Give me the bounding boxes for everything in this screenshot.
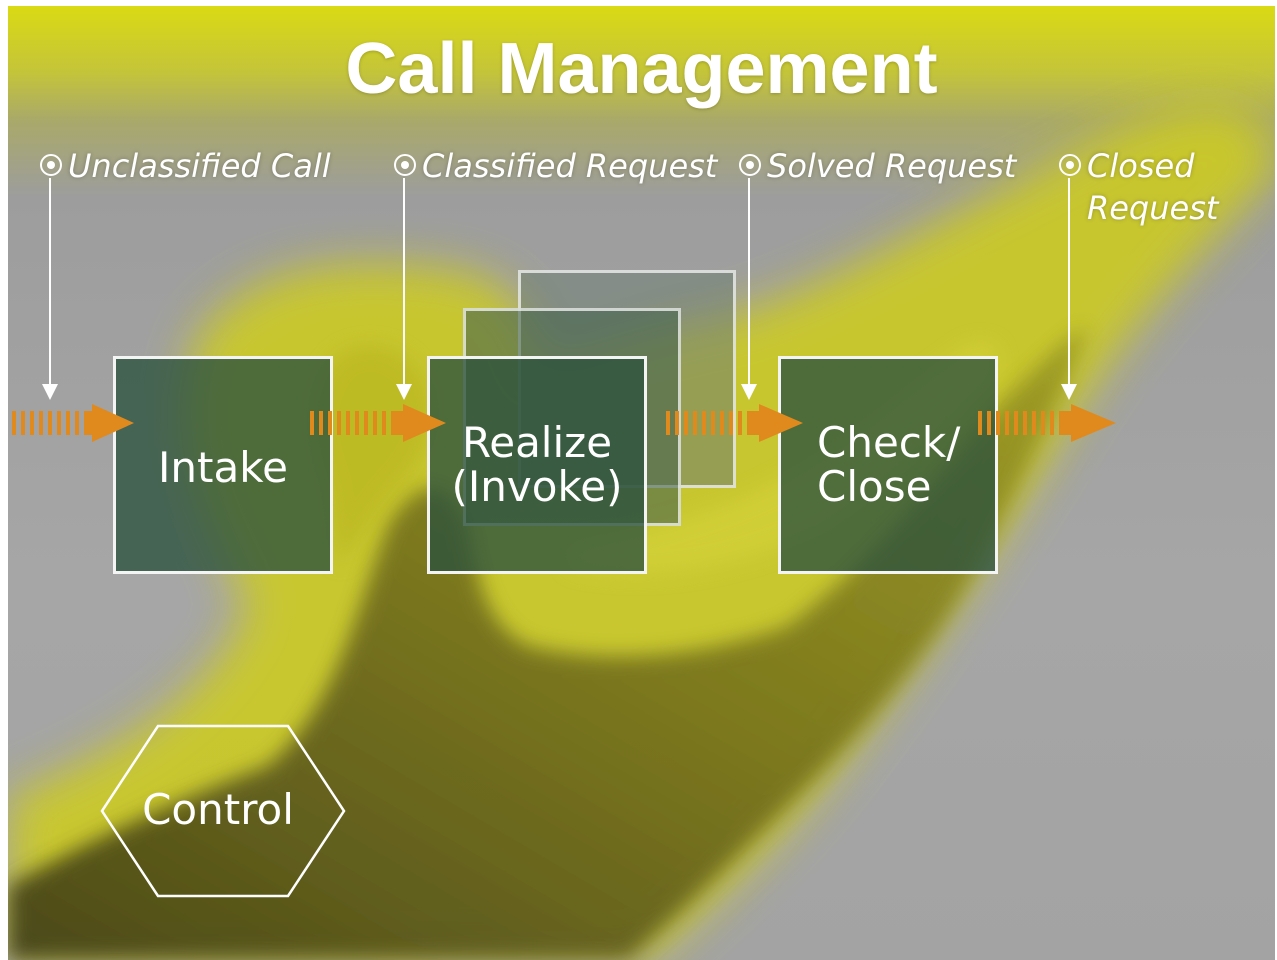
control-label: Control bbox=[142, 785, 294, 834]
flow-arrow-3 bbox=[666, 404, 803, 442]
realize-box: Realize (Invoke) bbox=[427, 356, 647, 574]
slide: Call Management Intake Realize (Invoke) … bbox=[8, 6, 1275, 960]
input-arrow-closed bbox=[1061, 178, 1077, 400]
flow-arrow-1 bbox=[12, 404, 134, 442]
bullet-icon bbox=[40, 154, 62, 176]
label-unclassified-call: Unclassified Call bbox=[40, 145, 331, 187]
label-classified-request: Classified Request bbox=[394, 145, 717, 187]
bullet-icon bbox=[394, 154, 416, 176]
intake-box: Intake bbox=[113, 356, 333, 574]
flow-arrow-4 bbox=[978, 404, 1116, 442]
realize-label-line1: Realize bbox=[461, 418, 613, 467]
closed-line1: Closed bbox=[1087, 147, 1195, 185]
input-arrow-classified bbox=[396, 178, 412, 400]
label-solved-request: Solved Request bbox=[739, 145, 1016, 187]
input-arrow-unclassified bbox=[42, 178, 58, 400]
bullet-icon bbox=[1059, 154, 1081, 176]
input-arrow-solved bbox=[741, 178, 757, 400]
check-close-label-line2: Close bbox=[817, 462, 932, 511]
control-hexagon bbox=[100, 724, 346, 898]
realize-label-line2: (Invoke) bbox=[451, 462, 623, 511]
check-close-label-line1: Check/ bbox=[817, 418, 961, 467]
check-close-box: Check/ Close bbox=[778, 356, 998, 574]
flow-overlay bbox=[12, 178, 1116, 898]
bullet-icon bbox=[739, 154, 761, 176]
flow-arrow-2 bbox=[310, 404, 446, 442]
intake-label: Intake bbox=[158, 442, 288, 492]
page-title: Call Management bbox=[345, 29, 938, 109]
closed-line2: Request bbox=[1087, 189, 1219, 227]
